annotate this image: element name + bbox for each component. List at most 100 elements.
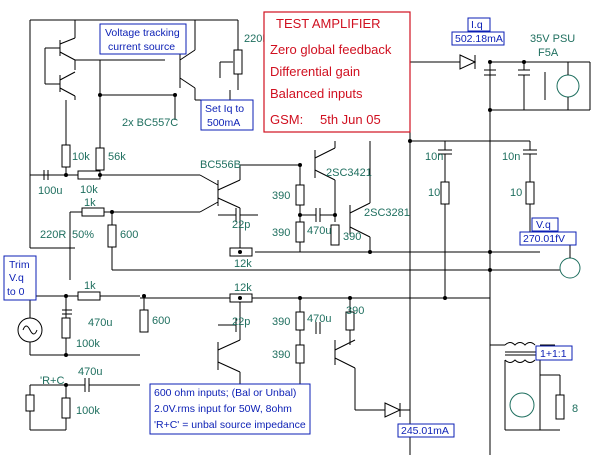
note-inputs-line2: 2.0V.rms input for 50W, 8ohm xyxy=(154,403,292,415)
label-load-8: 8 xyxy=(572,403,578,415)
label-10k-b: 10k xyxy=(80,184,98,196)
label-psu: 35V PSU xyxy=(530,33,575,45)
resistor-rc xyxy=(25,394,35,412)
resistor-390-d xyxy=(295,311,305,331)
junctions xyxy=(64,60,526,392)
note-inputs-line3: 'R+C' = unbal source impedance xyxy=(154,419,306,431)
meter-vq-label-box xyxy=(531,217,559,232)
label-12k-b: 12k xyxy=(234,282,252,294)
upper-output-stage xyxy=(295,141,371,252)
note-voltage-tracking-line1: Voltage tracking xyxy=(105,27,180,39)
resistor-1k-b xyxy=(77,291,101,301)
resistor-10-b xyxy=(525,181,535,205)
resistor-1k-a xyxy=(81,207,105,217)
label-bc557: 2x BC557C xyxy=(122,117,178,129)
resistor-100k-b xyxy=(61,397,71,419)
label-390-b: 390 xyxy=(272,227,290,239)
label-10-b: 10 xyxy=(510,187,522,199)
resistor-390-b xyxy=(295,221,305,243)
label-100k-b: 100k xyxy=(76,405,100,417)
meter-iout-value: 245.01mA xyxy=(401,425,449,437)
psu-voltage-source-icon xyxy=(556,74,580,98)
resistor-10k-b xyxy=(77,170,101,180)
meter-vq-label: V.q xyxy=(536,219,551,231)
label-100k-a: 100k xyxy=(76,338,100,350)
meter-iq-value-box xyxy=(451,31,505,46)
note-inputs-line1: 600 ohm inputs; (Bal or Unbal) xyxy=(154,387,296,399)
note-inputs-box xyxy=(149,383,311,435)
resistor-390-a xyxy=(295,184,305,206)
label-100u: 100u xyxy=(38,185,62,197)
title-footer-right: 5th Jun 05 xyxy=(320,112,381,127)
resistor-600-b xyxy=(139,309,149,333)
meter-iq-value: 502.18mA xyxy=(455,33,503,45)
meter-iq-label: I.q xyxy=(471,19,483,31)
label-470u-a: 470u xyxy=(307,225,331,237)
iq-diode-icon xyxy=(459,54,477,70)
resistor-56k xyxy=(95,147,105,171)
supply-rails xyxy=(29,19,591,455)
meter-iq-label-box xyxy=(467,17,491,32)
label-22p-a: 22p xyxy=(232,219,250,231)
label-470u-d: 470u xyxy=(78,366,102,378)
title-footer-left: GSM: xyxy=(270,112,303,127)
label-56k: 56k xyxy=(108,151,126,163)
label-1k-a: 1k xyxy=(84,197,96,209)
note-trim-box xyxy=(3,255,37,301)
meter-vq-value: 270.01fV xyxy=(523,233,565,245)
label-390-f: 390 xyxy=(346,305,364,317)
label-470u-c: 470u xyxy=(307,313,331,325)
label-10k-a: 10k xyxy=(72,151,90,163)
output-transformer-icon xyxy=(490,342,555,430)
transformer-ratio-label: 1+1:1 xyxy=(540,348,567,360)
resistor-600-a xyxy=(107,224,117,248)
resistor-390-c xyxy=(330,224,340,246)
label-12k-a: 12k xyxy=(234,258,252,270)
pot-220r-top xyxy=(233,49,243,75)
label-10-a: 10 xyxy=(428,187,440,199)
note-set-iq-line1: Set Iq to xyxy=(205,103,244,115)
transistor-bc556b xyxy=(199,164,300,252)
label-pot-pct: 50% xyxy=(72,229,94,241)
resistor-10-a xyxy=(440,181,450,205)
note-voltage-tracking-line2: current source xyxy=(108,41,175,53)
label-600-b: 600 xyxy=(152,315,170,327)
load-resistor-8 xyxy=(555,394,565,420)
note-set-iq-line2: 500mA xyxy=(207,117,240,129)
label-220r-pot: 220R xyxy=(40,229,66,241)
label-rc: 'R+C xyxy=(40,375,64,387)
label-390-d: 390 xyxy=(272,316,290,328)
note-trim-line1: Trim xyxy=(9,259,30,271)
resistor-10k-a xyxy=(61,144,71,168)
label-600-a: 600 xyxy=(120,229,138,241)
note-trim-line3: to 0 xyxy=(7,286,25,298)
title-text: TEST AMPLIFIER xyxy=(276,16,381,31)
resistor-390-e xyxy=(295,344,305,364)
meter-iout-value-box xyxy=(397,423,455,438)
transformer-ratio-box xyxy=(535,345,573,361)
label-10n-a: 10n xyxy=(425,151,443,163)
label-1k-b: 1k xyxy=(84,280,96,292)
label-390-a: 390 xyxy=(272,190,290,202)
meter-vq-value-box xyxy=(519,231,577,246)
label-bc556: BC556B xyxy=(200,159,241,171)
title-line-3: Balanced inputs xyxy=(270,86,363,101)
title-box xyxy=(263,11,411,133)
note-set-iq-box xyxy=(200,99,254,131)
iout-diode-icon xyxy=(384,402,402,418)
label-2sc3421: 2SC3421 xyxy=(326,167,372,179)
title-line-1: Zero global feedback xyxy=(270,42,392,57)
label-390-e: 390 xyxy=(272,349,290,361)
resistor-100k-a xyxy=(61,317,71,339)
label-2sc3281: 2SC3281 xyxy=(364,207,410,219)
note-voltage-tracking-box xyxy=(99,23,187,55)
label-22p-b: 22p xyxy=(232,316,250,328)
title-line-2: Differential gain xyxy=(270,64,360,79)
label-390-c: 390 xyxy=(343,231,361,243)
vq-voltmeter-icon xyxy=(559,257,581,279)
note-trim-line2: V.q xyxy=(9,272,24,284)
label-fuse: F5A xyxy=(538,47,559,59)
label-10n-b: 10n xyxy=(502,151,520,163)
output-voltmeter-icon xyxy=(509,392,535,418)
